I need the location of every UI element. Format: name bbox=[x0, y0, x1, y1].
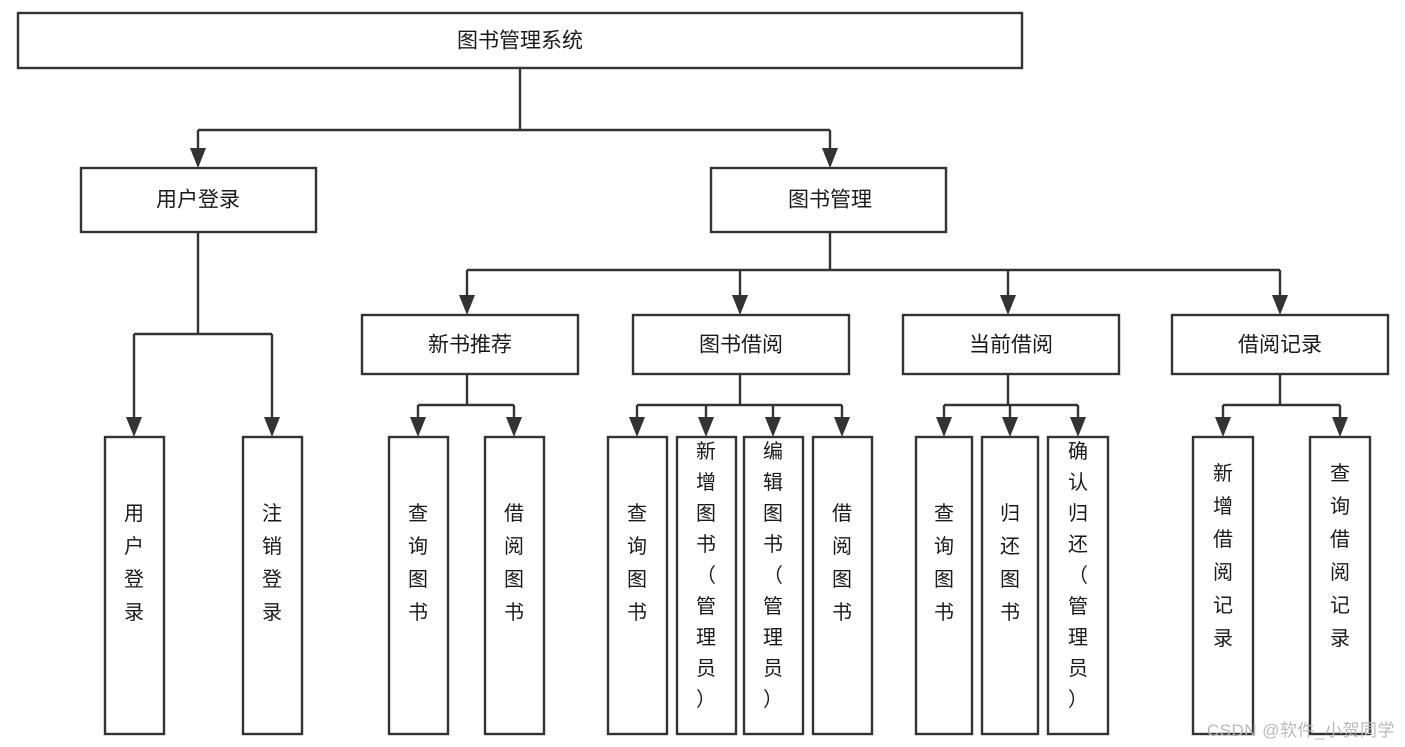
node-borrow-record-box[interactable] bbox=[1170, 313, 1390, 376]
leaf-query-book-1-box[interactable] bbox=[387, 435, 450, 736]
node-current-borrow-label: 当前借阅 bbox=[969, 334, 1053, 357]
node-current-borrow-box[interactable] bbox=[901, 313, 1121, 376]
arrow-book-manage-to-current-borrow bbox=[1000, 295, 1016, 315]
leaf-query-record[interactable]: 查询借阅记录 bbox=[1308, 435, 1372, 736]
node-book-borrow-box[interactable] bbox=[631, 313, 851, 376]
arrow-new-book-leaf-1 bbox=[410, 417, 426, 437]
node-current-borrow[interactable]: 当前借阅 bbox=[901, 313, 1121, 376]
leaf-confirm-return-box[interactable] bbox=[1046, 435, 1110, 736]
leaf-edit-book[interactable]: 编辑图书（管理员） bbox=[742, 435, 805, 736]
node-new-book-recommend-label: 新书推荐 bbox=[428, 334, 512, 357]
leaf-edit-book-label: 编辑图书（管理员） bbox=[763, 440, 783, 711]
leaf-query-book-1[interactable]: 查询图书 bbox=[387, 435, 450, 736]
arrow-book-manage-to-book-borrow bbox=[732, 295, 748, 315]
leaf-query-book-3-box[interactable] bbox=[914, 435, 974, 736]
node-user-login[interactable]: 用户登录 bbox=[79, 166, 318, 234]
arrow-book-borrow-leaf-2 bbox=[698, 417, 714, 437]
arrow-current-borrow-leaf-1 bbox=[936, 417, 952, 437]
leaf-borrow-book-2-label: 借阅图书 bbox=[832, 502, 852, 624]
leaf-return-book-label: 归还图书 bbox=[1000, 502, 1020, 624]
leaf-borrow-book-2-box[interactable] bbox=[811, 435, 874, 736]
leaf-add-record[interactable]: 新增借阅记录 bbox=[1191, 435, 1255, 736]
leaf-user-login-label: 用户登录 bbox=[124, 503, 144, 624]
connector-layer bbox=[126, 68, 1348, 437]
node-borrow-record-label: 借阅记录 bbox=[1238, 334, 1322, 357]
arrow-user-login-leaf-2 bbox=[264, 417, 280, 437]
leaf-query-record-box[interactable] bbox=[1308, 435, 1372, 736]
leaf-logout-login-box[interactable] bbox=[241, 435, 304, 736]
node-root[interactable]: 图书管理系统 bbox=[16, 11, 1024, 70]
leaf-logout-login[interactable]: 注销登录 bbox=[241, 435, 304, 736]
leaf-add-book[interactable]: 新增图书（管理员） bbox=[675, 435, 738, 736]
node-book-manage-label: 图书管理 bbox=[788, 189, 872, 212]
leaf-borrow-book-1-label: 借阅图书 bbox=[504, 502, 524, 624]
leaf-edit-book-box[interactable] bbox=[742, 435, 805, 736]
node-root-box[interactable] bbox=[16, 11, 1024, 70]
arrow-borrow-record-leaf-2 bbox=[1332, 417, 1348, 437]
node-new-book-recommend-box[interactable] bbox=[360, 313, 580, 376]
leaf-borrow-book-2[interactable]: 借阅图书 bbox=[811, 435, 874, 736]
leaf-add-book-label: 新增图书（管理员） bbox=[696, 440, 716, 711]
arrow-book-borrow-leaf-4 bbox=[834, 417, 850, 437]
node-root-label: 图书管理系统 bbox=[457, 30, 583, 53]
arrow-user-login-leaf-1 bbox=[126, 417, 142, 437]
leaf-logout-login-label: 注销登录 bbox=[262, 502, 282, 624]
arrow-new-book-leaf-2 bbox=[506, 417, 522, 437]
leaf-query-book-2-label: 查询图书 bbox=[627, 502, 647, 624]
arrow-root-to-user-login bbox=[190, 148, 206, 168]
node-book-borrow[interactable]: 图书借阅 bbox=[631, 313, 851, 376]
leaf-query-record-label: 查询借阅记录 bbox=[1330, 462, 1350, 650]
node-book-borrow-label: 图书借阅 bbox=[699, 334, 783, 357]
arrow-current-borrow-leaf-3 bbox=[1070, 417, 1086, 437]
leaf-borrow-book-1-box[interactable] bbox=[483, 435, 546, 736]
leaf-query-book-2[interactable]: 查询图书 bbox=[606, 435, 669, 736]
leaf-add-record-label: 新增借阅记录 bbox=[1213, 462, 1233, 650]
node-book-manage-box[interactable] bbox=[709, 166, 948, 234]
leaf-add-book-box[interactable] bbox=[675, 435, 738, 736]
arrow-root-to-book-manage bbox=[822, 148, 838, 168]
node-user-login-box[interactable] bbox=[79, 166, 318, 234]
leaf-query-book-3-label: 查询图书 bbox=[934, 502, 954, 624]
arrow-book-borrow-leaf-3 bbox=[765, 417, 781, 437]
leaf-confirm-return-label: 确认归还（管理员） bbox=[1068, 440, 1088, 711]
leaf-query-book-1-label: 查询图书 bbox=[408, 502, 428, 624]
leaf-confirm-return[interactable]: 确认归还（管理员） bbox=[1046, 435, 1110, 736]
node-user-login-label: 用户登录 bbox=[156, 189, 240, 212]
arrow-borrow-record-leaf-1 bbox=[1215, 417, 1231, 437]
leaf-add-record-box[interactable] bbox=[1191, 435, 1255, 736]
arrow-book-borrow-leaf-1 bbox=[629, 417, 645, 437]
leaf-query-book-3[interactable]: 查询图书 bbox=[914, 435, 974, 736]
arrow-book-manage-to-borrow-record bbox=[1272, 295, 1288, 315]
arrow-book-manage-to-new-book bbox=[459, 295, 475, 315]
node-new-book-recommend[interactable]: 新书推荐 bbox=[360, 313, 580, 376]
node-borrow-record[interactable]: 借阅记录 bbox=[1170, 313, 1390, 376]
leaf-user-login[interactable]: 用户登录 bbox=[103, 435, 166, 736]
leaf-borrow-book-1[interactable]: 借阅图书 bbox=[483, 435, 546, 736]
leaf-query-book-2-box[interactable] bbox=[606, 435, 669, 736]
node-book-manage[interactable]: 图书管理 bbox=[709, 166, 948, 234]
arrow-current-borrow-leaf-2 bbox=[1002, 417, 1018, 437]
leaf-user-login-box[interactable] bbox=[103, 435, 166, 736]
leaf-return-book[interactable]: 归还图书 bbox=[980, 435, 1040, 736]
leaf-return-book-box[interactable] bbox=[980, 435, 1040, 736]
